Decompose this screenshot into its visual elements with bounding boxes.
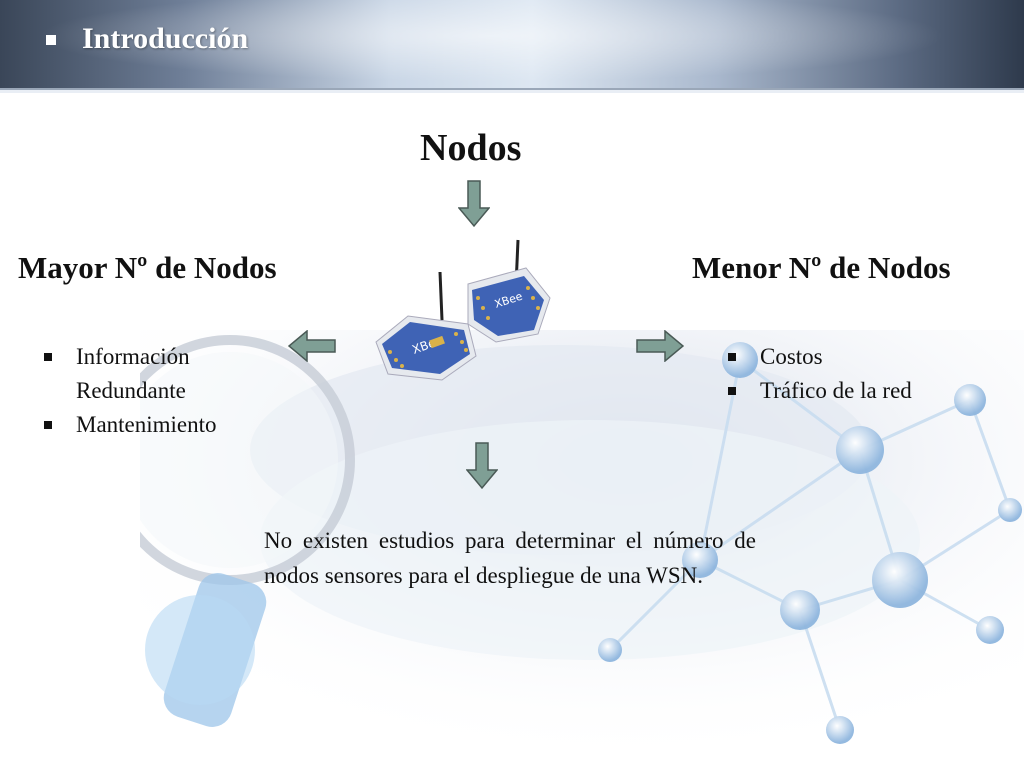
header-bullet-icon xyxy=(46,35,56,45)
bullet-icon xyxy=(728,353,736,361)
list-item: Mantenimiento xyxy=(40,408,217,442)
conclusion-note: No existen estudios para determinar el n… xyxy=(264,528,756,588)
left-branch-title: Mayor Nº de Nodos xyxy=(18,250,277,285)
header-divider xyxy=(0,90,1024,93)
arrow-down-top-icon xyxy=(458,180,490,228)
magnifier-inner xyxy=(140,352,338,568)
arrow-right-icon xyxy=(636,330,684,362)
left-branch-list: Información Redundante Mantenimiento xyxy=(40,340,217,442)
header-glow xyxy=(0,0,1024,90)
magnifier-base xyxy=(145,595,255,705)
bullet-icon xyxy=(44,353,52,361)
background-network-illustration xyxy=(140,330,1024,768)
list-item: Costos xyxy=(724,340,912,374)
xbee-modules-image: XBee XBee xyxy=(375,239,551,381)
bullet-icon xyxy=(44,421,52,429)
right-branch-list: Costos Tráfico de la red xyxy=(724,340,912,408)
list-item: Tráfico de la red xyxy=(724,374,912,408)
right-branch-title: Menor Nº de Nodos xyxy=(692,250,951,285)
arrow-down-bottom-icon xyxy=(466,442,498,490)
arrow-left-icon xyxy=(288,330,336,362)
list-item: Información Redundante xyxy=(40,340,217,408)
diagram-center-title: Nodos xyxy=(420,127,522,169)
bullet-icon xyxy=(728,387,736,395)
header-title: Introducción xyxy=(82,22,249,55)
